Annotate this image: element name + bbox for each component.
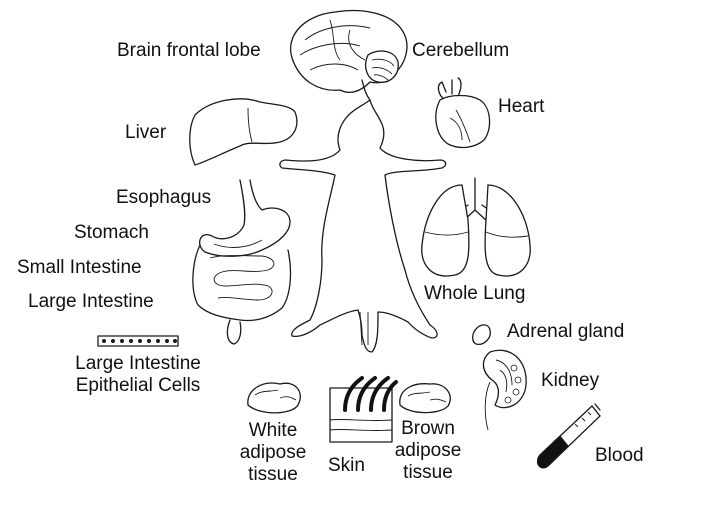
label-whole-lung: Whole Lung xyxy=(424,283,526,304)
label-line: adipose xyxy=(394,440,462,461)
label-heart: Heart xyxy=(498,96,545,117)
intestine-icon xyxy=(192,244,292,345)
label-line: White xyxy=(248,420,298,441)
body-silhouette-icon xyxy=(279,99,447,353)
adrenal-gland-icon xyxy=(472,324,491,345)
label-small-intestine: Small Intestine xyxy=(17,257,142,278)
label-line: Epithelial Cells xyxy=(75,375,201,396)
brain-icon xyxy=(290,9,408,101)
label-esophagus: Esophagus xyxy=(116,187,212,208)
label-adrenal-gland: Adrenal gland xyxy=(507,321,625,342)
epithelial-cells-icon xyxy=(97,335,179,347)
label-brain-frontal-lobe: Brain frontal lobe xyxy=(117,40,261,61)
liver-icon xyxy=(189,98,298,166)
label-line: adipose xyxy=(239,442,307,463)
blood-tube-icon xyxy=(536,403,601,469)
heart-icon xyxy=(435,77,491,149)
label-large-intestine-epithelial: Large Intestine Epithelial Cells xyxy=(62,353,214,397)
label-white-adipose: White adipose tissue xyxy=(228,420,318,486)
label-line: Large Intestine xyxy=(75,353,201,374)
label-blood: Blood xyxy=(595,445,644,466)
label-brown-adipose: Brown adipose tissue xyxy=(383,418,473,484)
label-cerebellum: Cerebellum xyxy=(412,40,510,61)
label-line: Brown xyxy=(401,418,455,439)
label-kidney: Kidney xyxy=(541,370,600,391)
brown-adipose-icon xyxy=(399,383,451,414)
skin-icon xyxy=(329,376,398,443)
label-line: tissue xyxy=(403,462,453,483)
stomach-icon xyxy=(199,179,291,257)
white-adipose-icon xyxy=(247,382,301,414)
lung-icon xyxy=(421,177,531,277)
kidney-icon xyxy=(482,349,527,431)
label-liver: Liver xyxy=(125,122,167,143)
label-large-intestine: Large Intestine xyxy=(28,291,154,312)
label-stomach: Stomach xyxy=(74,222,149,243)
label-skin: Skin xyxy=(328,455,365,476)
label-line: tissue xyxy=(248,464,298,485)
